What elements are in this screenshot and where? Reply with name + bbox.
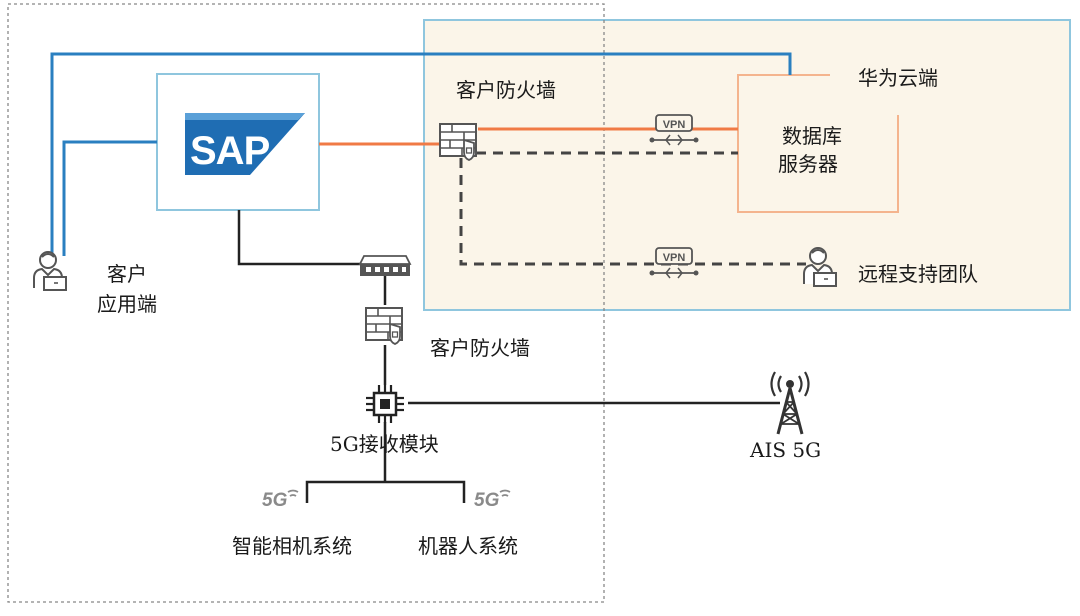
firewall-top-label: 客户防火墙 xyxy=(456,78,556,102)
remote-support-user-icon xyxy=(803,247,837,287)
db-server-label-line1: 数据库 xyxy=(782,124,842,148)
robot-system-label: 机器人系统 xyxy=(418,534,518,558)
svg-text:5G: 5G xyxy=(474,490,500,511)
client-user-icon xyxy=(33,251,67,291)
db-server-box xyxy=(737,74,899,213)
firewall-mid-label: 客户防火墙 xyxy=(430,336,530,360)
chip-devices-link xyxy=(305,422,466,503)
svg-text:SAP: SAP xyxy=(190,129,270,173)
remote-support-label: 远程支持团队 xyxy=(858,262,978,286)
tower-icon xyxy=(770,371,810,435)
client-cloud-link xyxy=(50,52,792,256)
svg-text:VPN: VPN xyxy=(663,119,686,131)
svg-text:VPN: VPN xyxy=(663,252,686,264)
on-premise-boundary xyxy=(7,3,605,603)
huawei-cloud-region xyxy=(423,19,1071,311)
camera-system-label: 智能相机系统 xyxy=(232,534,352,558)
vpn-icon-top: VPN xyxy=(649,114,699,146)
client-label-line1: 客户 xyxy=(107,262,147,286)
client-sap-link xyxy=(62,140,157,256)
huawei-cloud-label: 华为云端 xyxy=(858,66,938,90)
sap-logo: SAP xyxy=(185,113,305,175)
firewall-icon-mid xyxy=(365,307,403,345)
firewall-icon-top xyxy=(439,123,477,161)
5g-module-label: 5G接收模块 xyxy=(330,432,439,456)
sap-switch-link xyxy=(237,210,362,266)
remote-support-dashed-link xyxy=(459,158,806,266)
svg-text:5G: 5G xyxy=(262,490,288,511)
5g-icon-right: 5G xyxy=(474,489,511,511)
5g-icon-left: 5G xyxy=(262,489,299,511)
ais-5g-label: AIS 5G xyxy=(750,438,822,462)
chip-icon xyxy=(366,385,404,423)
client-label-line2: 应用端 xyxy=(97,292,157,316)
db-server-label-line2: 服务器 xyxy=(778,152,838,176)
vpn-icon-bottom: VPN xyxy=(649,247,699,279)
switch-icon xyxy=(358,255,412,276)
